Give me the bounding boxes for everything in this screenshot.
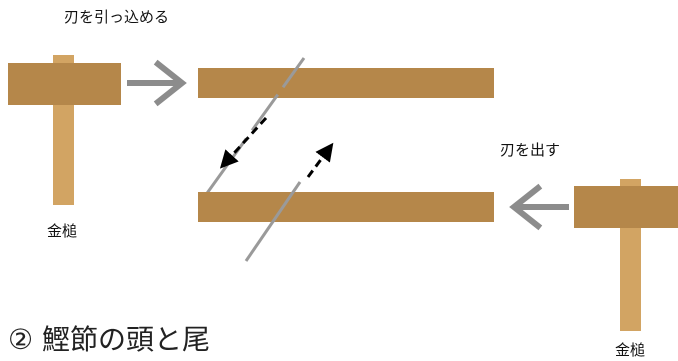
push-left-arrow-icon — [509, 183, 569, 231]
extend-motion-arrow-icon — [306, 142, 334, 178]
bottom-plane-group — [198, 181, 494, 262]
label-right-hammer: 金槌 — [615, 341, 646, 359]
bottom-plane-body — [198, 192, 494, 222]
label-retract-blade: 刃を引っ込める — [64, 8, 170, 26]
bottom-blade — [244, 181, 302, 262]
top-plane-group — [198, 57, 494, 204]
top-plane-body — [198, 68, 494, 98]
right-hammer-head — [574, 186, 678, 228]
right-hammer — [574, 179, 678, 331]
top-blade — [198, 57, 306, 204]
push-right-arrow-icon — [127, 59, 187, 107]
label-left-hammer: 金槌 — [47, 222, 78, 240]
left-hammer — [8, 55, 121, 205]
retract-motion-arrow-icon — [219, 116, 268, 169]
left-hammer-head — [8, 63, 121, 105]
label-extend-blade: 刃を出す — [500, 141, 561, 159]
section-caption: ② 鰹節の頭と尾 — [8, 323, 211, 356]
